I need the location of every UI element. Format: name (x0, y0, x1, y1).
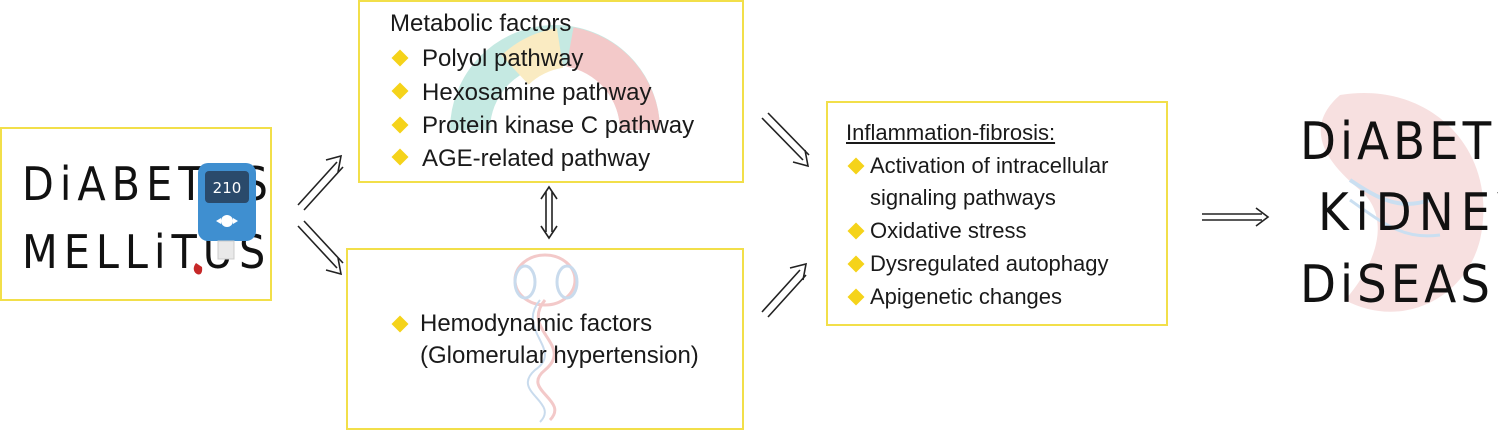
metabolism-gauge-icon (450, 25, 660, 158)
inflammation-item-1: Oxidative stress (870, 218, 1027, 243)
arrow-dm-to-metabolic (297, 154, 344, 211)
hemodynamic-factors-box: Hemodynamic factors (Glomerular hyperten… (346, 248, 744, 430)
bullet-diamond-icon (391, 148, 409, 166)
metabolic-factors-box: Metabolic factors Polyol pathway Hexosam… (358, 0, 744, 183)
bullet-diamond-icon (847, 255, 865, 273)
result-line3: DiSEASE (1300, 255, 1498, 315)
kidney-vessels-icon (513, 253, 579, 423)
inflammation-item-3: Apigenetic changes (870, 284, 1063, 309)
inflammation-item-0-line-1: signaling pathways (870, 185, 1056, 210)
inflammation-item-0-line-0: Activation of intracellular (870, 153, 1109, 178)
arrow-inflammation-to-dkd (1202, 207, 1270, 227)
bullet-diamond-icon (391, 49, 409, 67)
arrows (297, 112, 1270, 318)
bullet-diamond-icon (847, 288, 865, 306)
arrow-dm-to-hemodynamic (297, 220, 344, 276)
result-line2: KiDNEY (1318, 183, 1498, 243)
arrow-hemodynamic-to-inflammation (761, 262, 808, 318)
inflammation-item-2: Dysregulated autophagy (870, 251, 1109, 276)
metabolic-title: Metabolic factors (390, 10, 572, 37)
bullet-diamond-icon (847, 222, 865, 240)
hemodynamic-line2: (Glomerular hypertension) (420, 342, 699, 369)
bullet-diamond-icon (391, 116, 409, 134)
glucose-meter-icon: 210 (193, 163, 256, 275)
inflammation-fibrosis-box: Inflammation-fibrosis: Activation of int… (826, 101, 1168, 326)
arrow-metabolic-to-inflammation (761, 112, 810, 168)
inflammation-title: Inflammation-fibrosis: (846, 120, 1056, 145)
result-line1: DiABETiC (1300, 112, 1498, 172)
bullet-diamond-icon (391, 315, 409, 333)
meter-value: 210 (213, 179, 242, 197)
hemodynamic-line1: Hemodynamic factors (420, 310, 653, 337)
diabetes-mellitus-box: DiABETES MELLiTUS 210 (0, 127, 272, 301)
kidney-illustration-icon (1320, 92, 1484, 312)
bullet-diamond-icon (391, 82, 409, 100)
arrow-metabolic-hemodynamic-bidirectional (540, 185, 558, 240)
bullet-diamond-icon (847, 157, 865, 175)
